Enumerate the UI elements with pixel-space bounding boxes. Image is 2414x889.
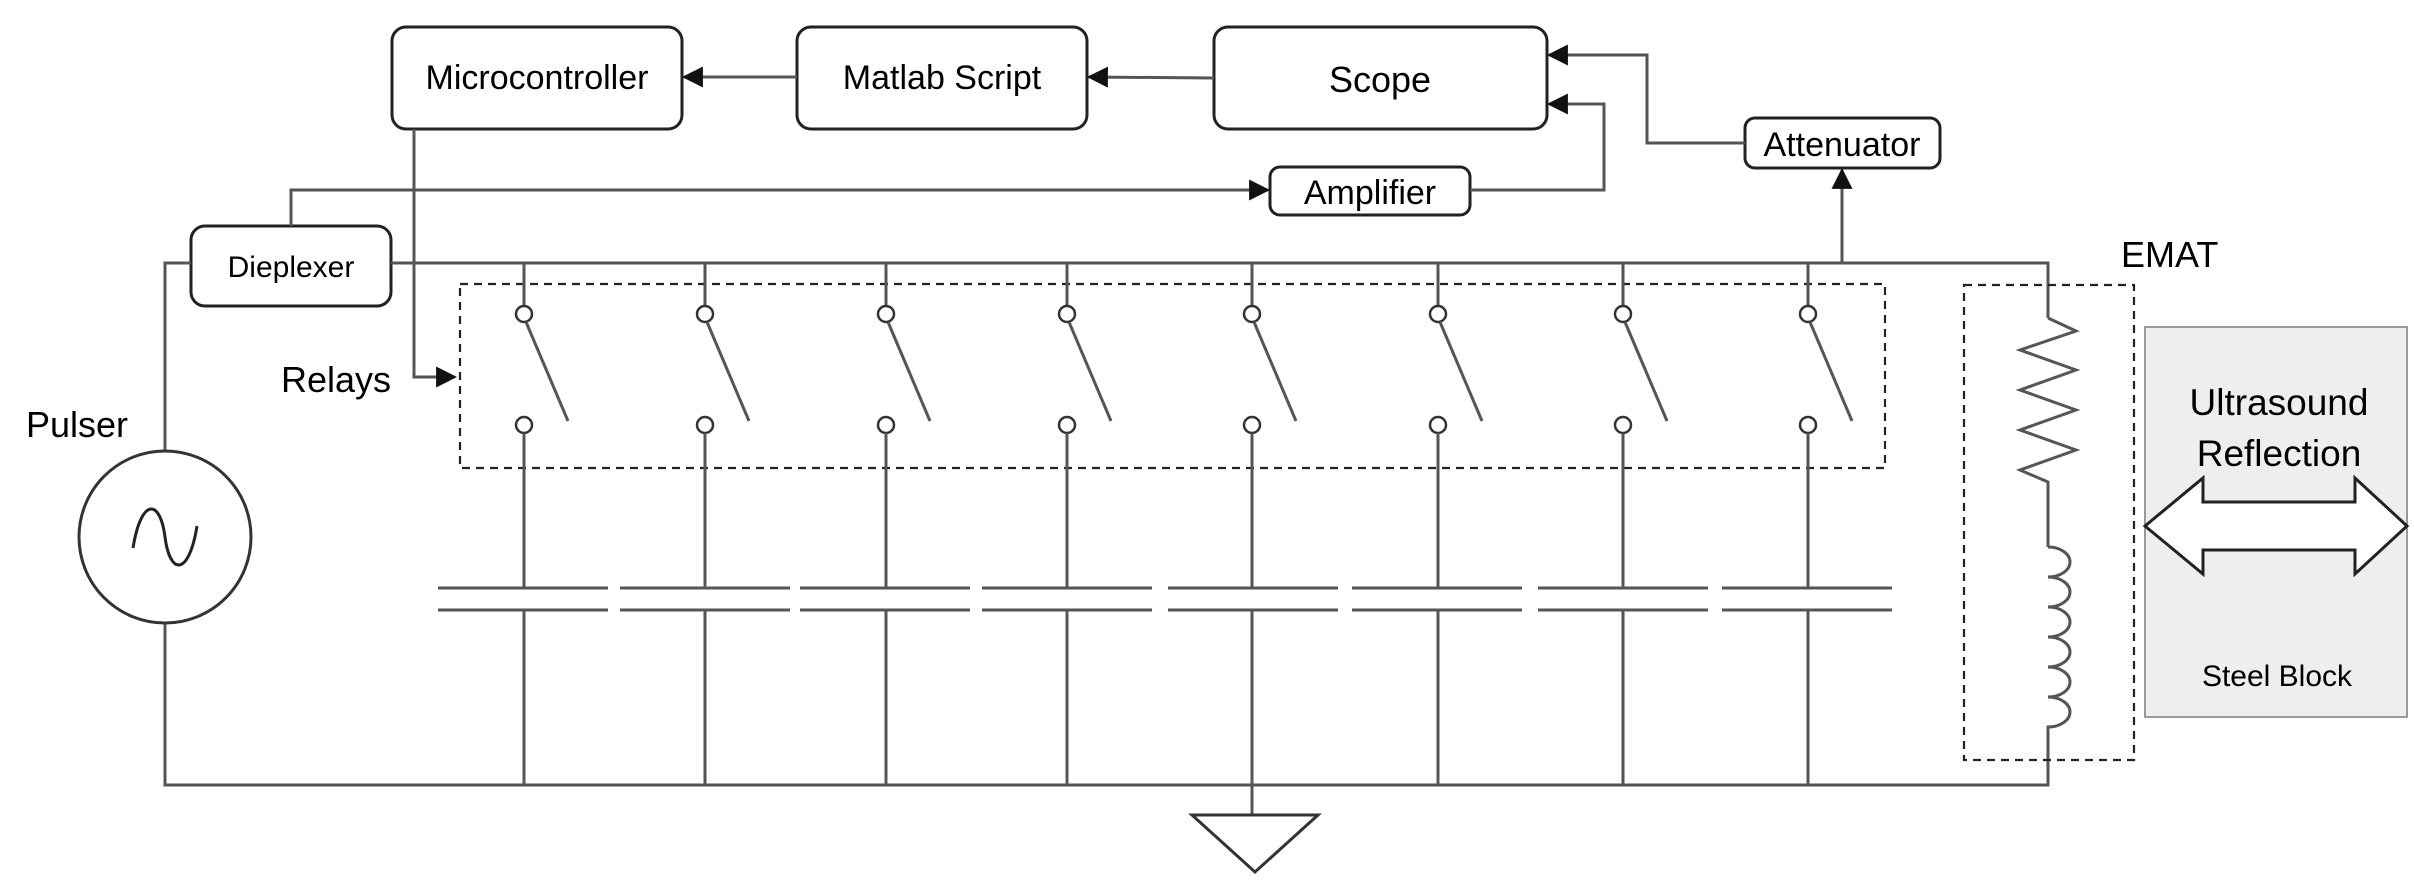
relay-terminal-top bbox=[1242, 304, 1262, 324]
relay-terminal-top bbox=[1057, 304, 1077, 324]
scope-block: Scope bbox=[1212, 25, 1549, 131]
arrow-scope-to-matlab bbox=[1086, 66, 1215, 88]
amplifier-block: Amplifier bbox=[1268, 165, 1472, 217]
relay-switch-arm bbox=[524, 321, 570, 422]
arrow-microcontroller-to-relays bbox=[412, 129, 458, 388]
attenuator-block: Attenuator bbox=[1743, 116, 1942, 170]
relay-switch-arm bbox=[1252, 321, 1298, 422]
relay-terminal-top bbox=[1798, 304, 1818, 324]
relay-terminal-top bbox=[1428, 304, 1448, 324]
amplifier-label: Amplifier bbox=[1304, 174, 1436, 212]
relay-terminal-top bbox=[695, 304, 715, 324]
diplexer-block: Dieplexer bbox=[189, 224, 393, 308]
ground-symbol bbox=[1188, 813, 1322, 875]
relay-terminal-bottom bbox=[1242, 415, 1262, 435]
emat-inductor bbox=[2046, 545, 2072, 730]
attenuator-label: Attenuator bbox=[1764, 126, 1921, 164]
pulser-label: Pulser bbox=[26, 404, 128, 445]
reflection-label: Reflection bbox=[2197, 433, 2362, 474]
emat-group bbox=[1962, 283, 2136, 762]
emat-resistor bbox=[2015, 316, 2081, 547]
relay-terminal-bottom bbox=[1057, 415, 1077, 435]
steel-block-label: Steel Block bbox=[2202, 660, 2353, 693]
arrow-attenuator-to-scope bbox=[1546, 44, 1745, 145]
pulser-source bbox=[77, 449, 253, 625]
relay-capacitor-channels bbox=[438, 263, 1892, 785]
scope-label: Scope bbox=[1329, 59, 1431, 100]
relays-group bbox=[458, 282, 1887, 470]
relay-switch-arm bbox=[1067, 321, 1113, 422]
relay-switch-arm bbox=[1808, 321, 1854, 422]
pulser-top-wire bbox=[163, 261, 191, 451]
relay-terminal-bottom bbox=[876, 415, 896, 435]
relay-switch-arm bbox=[1438, 321, 1484, 422]
relay-terminal-bottom bbox=[1798, 415, 1818, 435]
relay-switch-arm bbox=[886, 321, 932, 422]
relay-switch-arm bbox=[1623, 321, 1669, 422]
relay-terminal-top bbox=[1613, 304, 1633, 324]
matlab-script-block: Matlab Script bbox=[795, 25, 1089, 131]
ultrasound-label: Ultrasound bbox=[2190, 382, 2369, 423]
relay-terminal-bottom bbox=[1613, 415, 1633, 435]
diplexer-label: Dieplexer bbox=[228, 251, 355, 284]
sine-wave-icon bbox=[131, 507, 199, 567]
pulser-bottom-wire bbox=[163, 623, 2050, 787]
microcontroller-label: Microcontroller bbox=[426, 59, 649, 97]
relay-terminal-bottom bbox=[514, 415, 534, 435]
top-bus-wire bbox=[391, 261, 2050, 318]
relay-terminal-top bbox=[514, 304, 534, 324]
relay-terminal-bottom bbox=[1428, 415, 1448, 435]
arrow-amplifier-to-scope bbox=[1470, 93, 1606, 192]
emat-label: EMAT bbox=[2121, 234, 2218, 275]
relay-switch-arm bbox=[705, 321, 751, 422]
arrow-diplexer-to-amplifier bbox=[289, 179, 1271, 226]
ultrasound-double-arrow bbox=[2142, 474, 2410, 578]
relays-label: Relays bbox=[281, 359, 391, 400]
matlab-script-label: Matlab Script bbox=[843, 59, 1042, 97]
microcontroller-block: Microcontroller bbox=[390, 25, 684, 131]
relay-terminal-bottom bbox=[695, 415, 715, 435]
relay-terminal-top bbox=[876, 304, 896, 324]
